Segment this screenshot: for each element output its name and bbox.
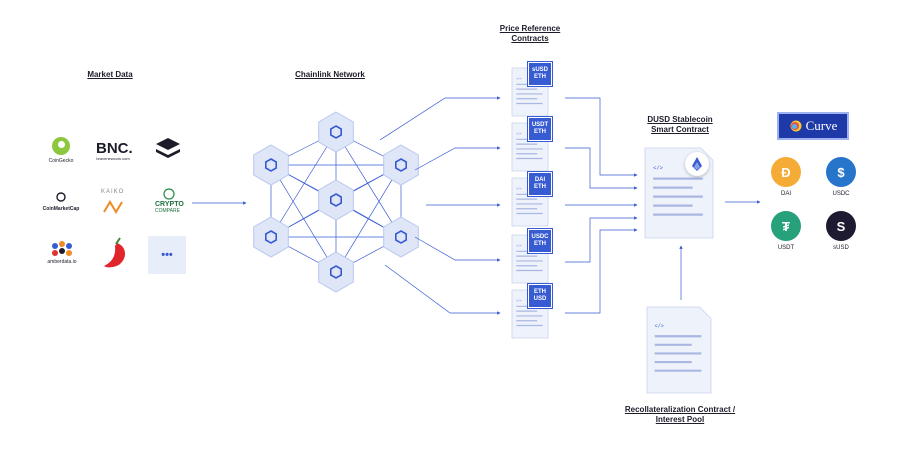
code-icon: </>: [516, 244, 522, 248]
chainlink-icon: [329, 193, 343, 207]
curve-logo: Curve: [777, 112, 849, 140]
code-icon: </>: [653, 165, 663, 172]
network-link: [335, 164, 402, 273]
bnc-label: bravenewcoin.com: [96, 156, 130, 161]
price-feed-quote: ETH: [534, 241, 546, 247]
usdt-label: USDT: [777, 245, 795, 251]
coingecko-eye-icon: [58, 141, 65, 148]
network-node: [383, 216, 419, 258]
feed-to-contract-arrow: [565, 228, 638, 314]
code-icon: </>: [516, 299, 522, 303]
network-to-feed-arrow: [384, 264, 501, 315]
feed-to-contract-arrow: [565, 216, 638, 263]
market-data-title: Market Data: [87, 70, 133, 79]
network-link: [335, 131, 402, 238]
usdc-label: USDC: [832, 191, 850, 197]
contract-documents: </> </> </> </> </> </> </>: [511, 67, 714, 394]
susd-label: sUSD: [833, 245, 849, 251]
network-nodes: [253, 111, 419, 293]
code-icon: </>: [516, 77, 522, 81]
code-icon: </>: [516, 132, 522, 136]
bnc-logo: BNC.: [96, 140, 133, 157]
chainlink-icon: [329, 265, 343, 279]
network-node: [253, 144, 289, 186]
dai-coin-icon: Ð: [771, 157, 801, 187]
price-feed-base: USDC: [531, 234, 549, 240]
network-node: [318, 111, 354, 153]
feed-to-contract-arrow: [565, 97, 638, 177]
flow-arrows: [192, 96, 761, 315]
chainlink-icon: [394, 158, 408, 172]
code-icon: </>: [516, 187, 522, 191]
price-feed-base: USDT: [531, 122, 549, 128]
cryptocompare-label-top: CRYPTO: [155, 201, 184, 208]
chainlink-network-title: Chainlink Network: [295, 70, 365, 79]
price-feed-quote: ETH: [534, 129, 546, 135]
feed-to-contract-arrow: [565, 147, 638, 190]
susd-coin-icon: S: [826, 211, 856, 241]
price-reference-title: Price Reference Contracts: [499, 24, 561, 43]
chainlink-icon: [264, 158, 278, 172]
coingecko-label: CoinGecko: [48, 158, 74, 164]
price-feed-quote: ETH: [534, 74, 546, 80]
price-feed-quote: USD: [533, 296, 547, 302]
recollateralization-document: </>: [646, 306, 712, 394]
network-node: [383, 144, 419, 186]
document-page: [646, 306, 712, 394]
network-node: [318, 179, 354, 221]
more-dots: •••: [161, 249, 173, 261]
curve-rainbow-icon: [790, 120, 802, 132]
curve-label: Curve: [805, 118, 838, 133]
network-to-feed-arrow: [379, 96, 501, 141]
recollateralization-title: Recollateralization Contract / Interest …: [624, 405, 736, 424]
network-link: [270, 164, 337, 273]
network-to-feed-arrow: [414, 146, 501, 171]
price-feed-base: DAI: [534, 177, 546, 183]
dusd-contract-title: DUSD Stablecoin Smart Contract: [647, 115, 713, 134]
amberdata-label: amberdata.io: [47, 259, 77, 265]
cryptocompare-label-bottom: COMPARE: [155, 208, 180, 214]
chainlink-icon: [329, 125, 343, 139]
more-sources-button[interactable]: •••: [148, 236, 186, 274]
price-feed-quote: ETH: [534, 184, 546, 190]
price-feed-base: ETH: [534, 289, 546, 295]
network-node: [253, 216, 289, 258]
network-to-feed-arrow: [414, 236, 501, 262]
network-node: [318, 251, 354, 293]
dusd-logo: [685, 152, 709, 176]
usdc-coin-icon: $: [826, 157, 856, 187]
price-feed-base: sUSD: [531, 67, 548, 73]
flame-icon: [692, 157, 702, 171]
chainlink-icon: [394, 230, 408, 244]
chainlink-icon: [264, 230, 278, 244]
network-link: [270, 131, 337, 238]
usdt-coin-icon: ₮: [771, 211, 801, 241]
kaiko-label: KAIKO: [101, 189, 125, 195]
coinmarketcap-label: CoinMarketCap: [42, 206, 80, 212]
dai-label: DAI: [780, 191, 791, 197]
code-icon: </>: [655, 324, 664, 330]
